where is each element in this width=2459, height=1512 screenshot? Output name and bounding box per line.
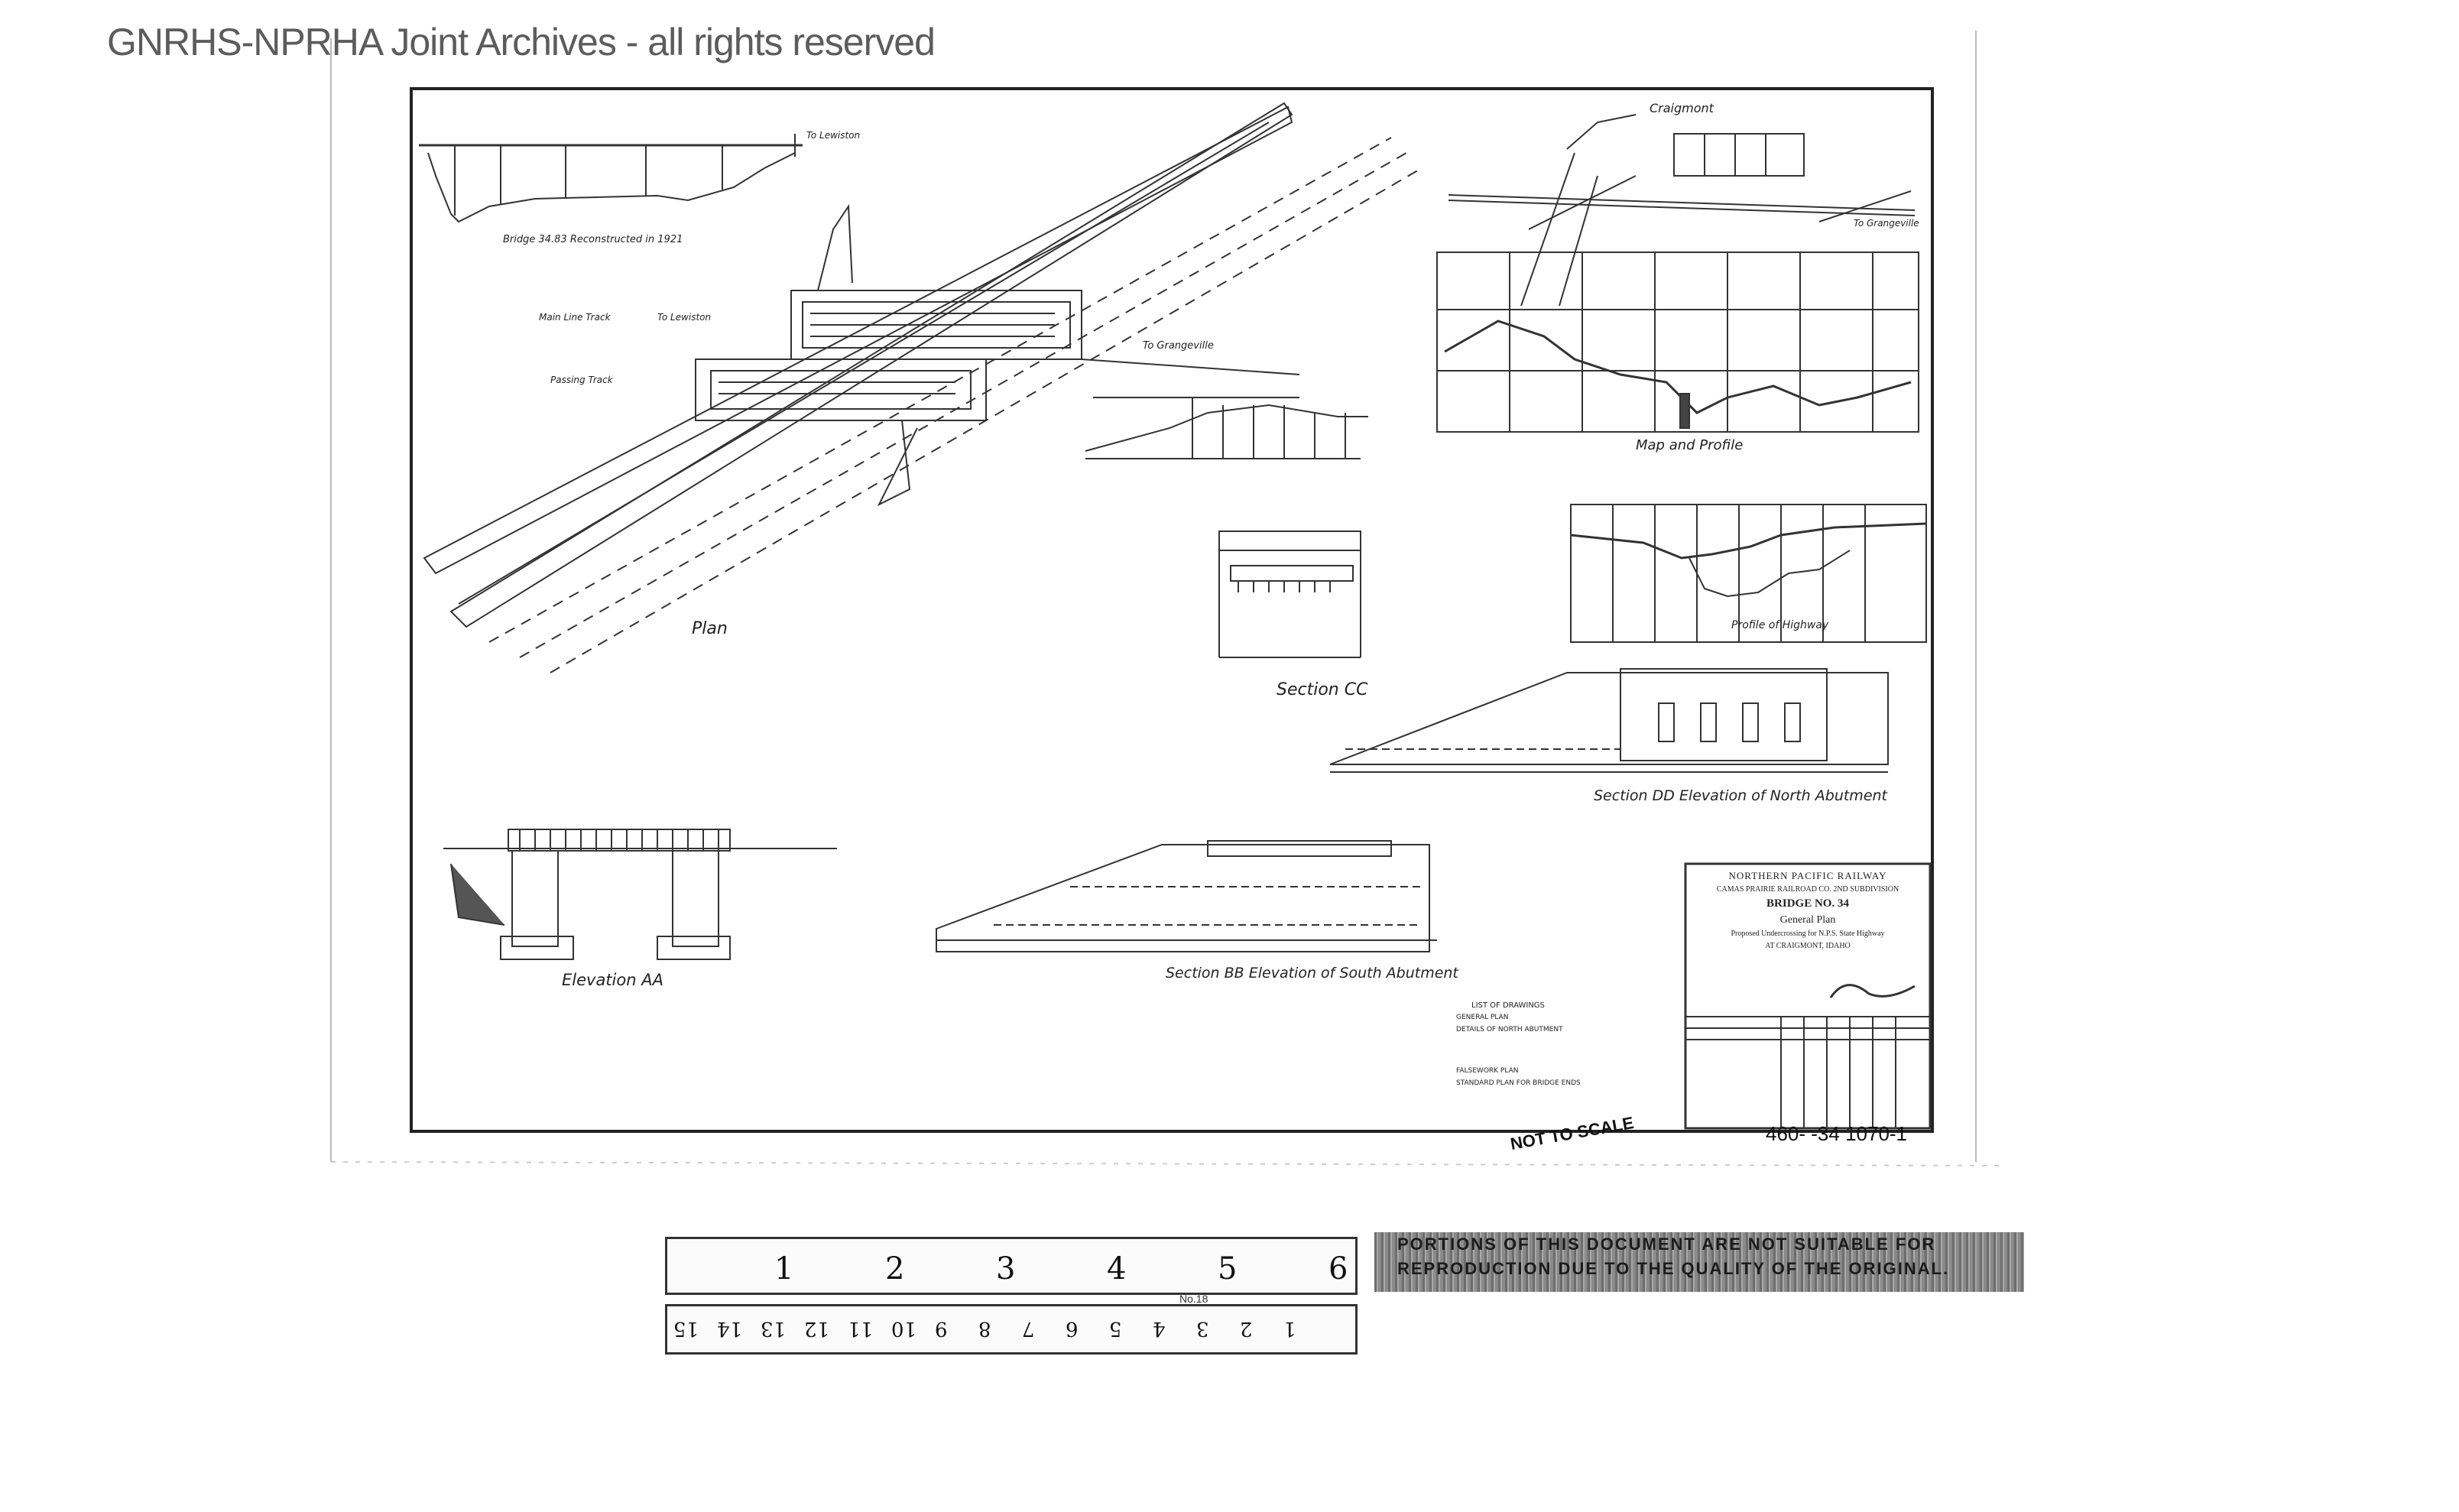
title-company: Camas Prairie Railroad Co. 2nd Subdivisi…: [1716, 885, 1899, 894]
ruler-number: 11: [848, 1317, 874, 1340]
measurement-ruler-bottom: No.18 15 14 13 12 11 10 9 8 7 6 5 4 3 2 …: [665, 1293, 1358, 1355]
passing-track-label: Passing Track: [550, 375, 613, 385]
title-railway: Northern Pacific Railway: [1728, 870, 1887, 881]
drawings-list-item: General Plan: [1456, 1014, 1509, 1021]
section-cc-label: Section CC: [1277, 680, 1368, 699]
title-plan-type: General Plan: [1779, 914, 1836, 926]
main-line-track-label: Main Line Track: [539, 312, 611, 323]
title-bridge: Bridge No. 34: [1766, 897, 1849, 910]
title-location: at Craigmont, Idaho: [1765, 942, 1851, 950]
measurement-ruler-top: 1 2 3 4 5 6: [665, 1237, 1358, 1295]
ruler-number: 6: [1066, 1317, 1079, 1340]
to-lewiston-plan: To Lewiston: [657, 312, 712, 323]
section-bb-label: Section BB Elevation of South Abutment: [1166, 965, 1458, 982]
town-label: Craigmont: [1650, 101, 1714, 115]
ruler-number: 2: [1240, 1317, 1253, 1340]
quality-note-text: Portions of this document are not suitab…: [1397, 1235, 1950, 1278]
quality-note-strip: Portions of this document are not suitab…: [1374, 1232, 2024, 1292]
drawings-list-item: Details of North Abutment: [1456, 1026, 1563, 1033]
ruler-number: 10: [891, 1317, 917, 1340]
drawings-list-heading: List of Drawings: [1471, 1001, 1545, 1010]
ruler-number: 6: [1328, 1251, 1348, 1286]
ruler-number: 14: [717, 1317, 743, 1340]
sheet-number: 460- -34 1070-1: [1766, 1122, 1908, 1145]
title-description: Proposed Undercrossing for N.P.S. State …: [1731, 930, 1885, 938]
ruler-number: 12: [804, 1317, 830, 1340]
ruler-number: 8: [978, 1317, 991, 1340]
ruler-number: 15: [673, 1317, 699, 1340]
ruler-number: 4: [1153, 1317, 1166, 1340]
ruler-number: 7: [1022, 1317, 1035, 1340]
drawings-list-item: Standard Plan for Bridge Ends: [1456, 1079, 1581, 1087]
map-profile-label: Map and Profile: [1636, 437, 1744, 453]
drawings-list-item: Falsework Plan: [1456, 1067, 1519, 1075]
profile-highway-label: Profile of Highway: [1731, 619, 1829, 631]
reconstructed-note: Bridge 34.83 Reconstructed in 1921: [503, 234, 683, 245]
ruler-number: 9: [935, 1317, 948, 1340]
to-lewiston-top: To Lewiston: [806, 130, 861, 141]
ruler-number: 5: [1218, 1251, 1238, 1286]
ruler-number: 2: [885, 1251, 905, 1286]
ruler-number: 3: [1196, 1317, 1209, 1340]
ruler-number: 1: [774, 1251, 794, 1286]
plan-label: Plan: [692, 619, 728, 638]
archive-watermark: GNRHS-NPRHA Joint Archives - all rights …: [107, 21, 936, 63]
ruler-number: 3: [996, 1251, 1016, 1286]
ruler-number: 13: [761, 1317, 787, 1340]
ruler-number: 5: [1109, 1317, 1122, 1340]
to-grangeville-plan: To Grangeville: [1143, 340, 1214, 352]
ruler-number: 1: [1283, 1317, 1296, 1340]
to-grangeville-map: To Grangeville: [1854, 218, 1919, 229]
section-dd-label: Section DD Elevation of North Abutment: [1594, 787, 1887, 804]
ruler-model-label: No.18: [1179, 1293, 1208, 1305]
ruler-number: 4: [1107, 1251, 1127, 1286]
elevation-aa-label: Elevation AA: [562, 971, 663, 989]
